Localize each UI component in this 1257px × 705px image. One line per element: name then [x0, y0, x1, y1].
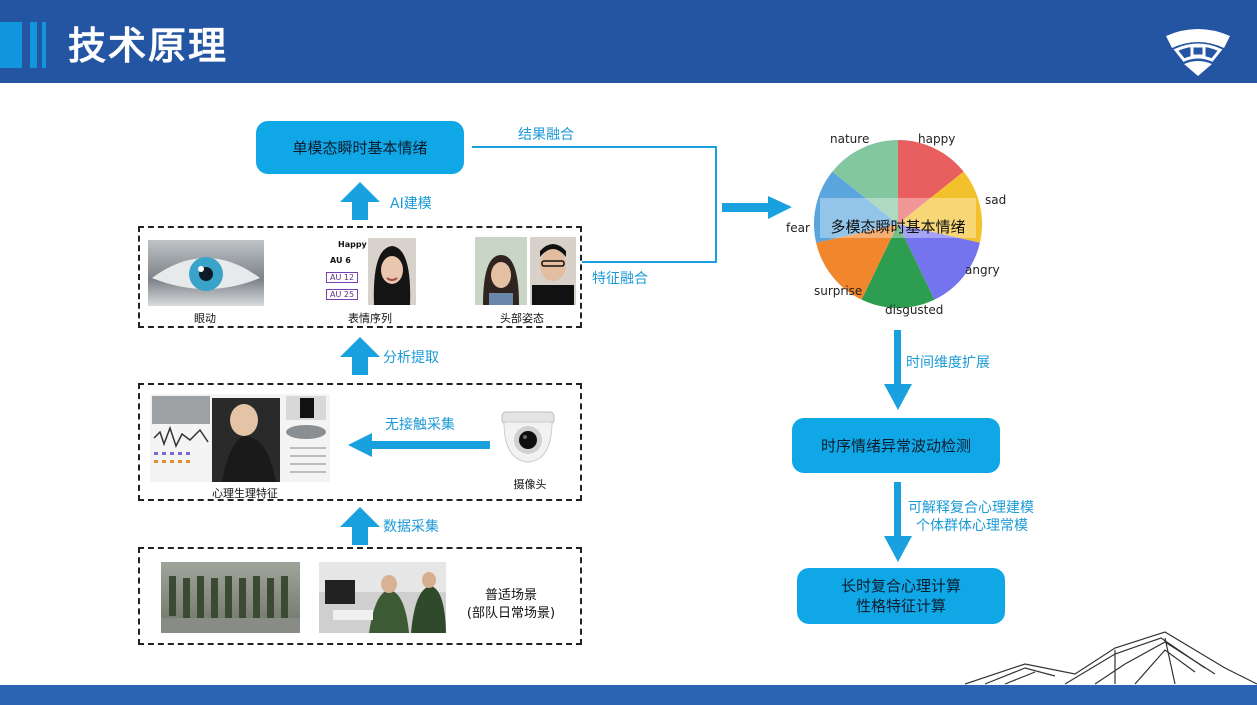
long-term-label-1: 长时复合心理计算 — [840, 577, 961, 595]
time-dimension-label: 时间维度扩展 — [906, 355, 990, 371]
pie-slice-sad — [898, 171, 982, 243]
camera-caption: 摄像头 — [513, 478, 547, 491]
head-pose-image-1 — [475, 237, 527, 305]
expr-tag-au25: AU 25 — [326, 289, 359, 300]
footer-bar — [0, 685, 1257, 705]
pie-slice-happy — [898, 140, 964, 224]
ai-model-label: AI建模 — [390, 196, 432, 212]
camera-icon — [501, 411, 555, 463]
header-accent-bar — [30, 22, 37, 68]
expr-tag-happy: Happy — [338, 240, 367, 249]
long-term-label-2: 性格特征计算 — [855, 597, 946, 615]
pie-label-disgusted: disgusted — [885, 303, 944, 317]
feature-row-box — [138, 226, 582, 328]
pie-slice-angry — [898, 224, 980, 300]
pie-slice-fear — [814, 171, 898, 243]
office-soldiers-image — [319, 562, 446, 633]
scene-label-2: (部队日常场景) — [466, 606, 556, 621]
head-pose-caption: 头部姿态 — [500, 312, 544, 325]
header-accent-bar — [0, 22, 22, 68]
header-bar — [0, 0, 1257, 83]
single-modal-emotion-box: 单模态瞬时基本情绪 — [256, 121, 464, 174]
eye-caption: 眼动 — [194, 312, 216, 325]
scene-row-box — [138, 547, 582, 645]
head-pose-image-2 — [530, 237, 576, 305]
pie-label-angry: angry — [965, 263, 1000, 277]
pie-label-fear: fear — [786, 221, 810, 235]
scene-label-1: 普适场景 — [484, 588, 537, 603]
acquisition-row-box — [138, 383, 582, 501]
pie-slice-nature — [832, 140, 898, 224]
shield-logo-icon — [1166, 29, 1230, 76]
pie-center-band — [820, 198, 976, 238]
expression-face-image — [368, 238, 416, 305]
timing-anomaly-box: 时序情绪异常波动检测 — [792, 418, 1000, 473]
pie-label-sad: sad — [985, 193, 1007, 207]
mountain-decoration — [965, 631, 1257, 685]
result-fusion-label: 结果融合 — [518, 127, 574, 143]
timing-anomaly-label: 时序情绪异常波动检测 — [820, 436, 971, 455]
emotion-pie — [814, 140, 982, 308]
pie-label-surprise: surprise — [814, 284, 863, 298]
explain-model-label-2: 个体群体心理常模 — [916, 518, 1028, 534]
pie-center-label: 多模态瞬时基本情绪 — [830, 218, 966, 236]
expr-tag-au6: AU 6 — [330, 256, 351, 265]
pie-label-happy: happy — [918, 132, 956, 146]
single-modal-emotion-label: 单模态瞬时基本情绪 — [292, 138, 428, 157]
page-title: 技术原理 — [68, 24, 229, 68]
long-term-compute-box: 长时复合心理计算 性格特征计算 — [797, 568, 1005, 624]
pie-label-nature: nature — [830, 132, 870, 146]
psychophysiology-caption: 心理生理特征 — [212, 487, 278, 500]
contactless-label: 无接触采集 — [385, 417, 455, 433]
data-collect-label: 数据采集 — [383, 519, 439, 535]
expr-tag-au12: AU 12 — [326, 272, 359, 283]
feature-fusion-label: 特征融合 — [592, 271, 648, 287]
header-accent-bar — [42, 22, 46, 68]
pie-slice-surprise — [816, 224, 898, 300]
expression-caption: 表情序列 — [348, 312, 392, 325]
pie-slice-disgusted — [861, 224, 935, 308]
eye-image — [148, 240, 264, 306]
explain-model-label-1: 可解释复合心理建模 — [908, 500, 1034, 516]
psychophysiology-image — [150, 394, 330, 482]
analysis-extract-label: 分析提取 — [383, 350, 439, 366]
marching-soldiers-image — [161, 562, 300, 633]
